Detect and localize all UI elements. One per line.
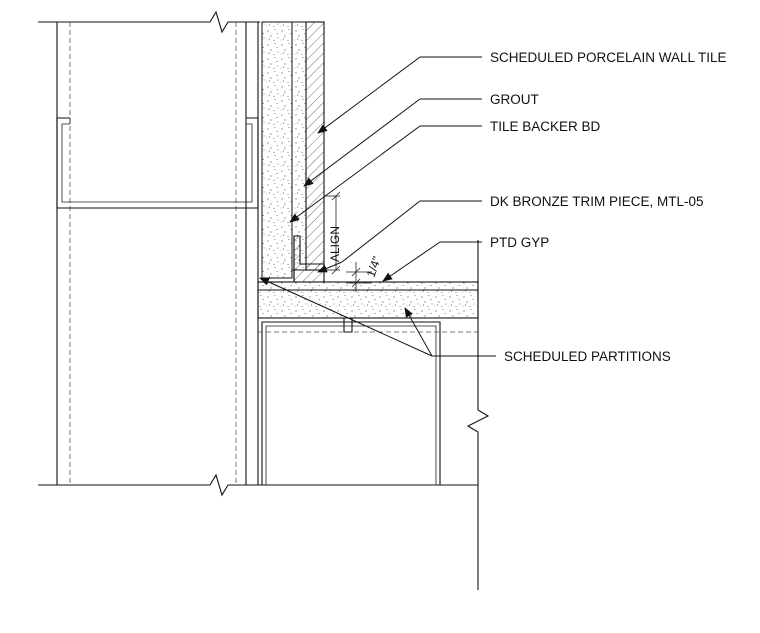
gap-label: 1/4": [364, 255, 384, 279]
gap-dimension: [346, 262, 372, 292]
label-trim: DK BRONZE TRIM PIECE, MTL-05: [490, 194, 704, 209]
leader-partitions: [259, 277, 496, 357]
label-grout: GROUT: [490, 92, 539, 107]
align-label: ALIGN: [328, 226, 342, 262]
partition-below: [258, 318, 478, 486]
label-partitions: SCHEDULED PARTITIONS: [504, 349, 671, 364]
leader-trim: [317, 200, 482, 273]
leader-backer: [289, 125, 482, 223]
leader-grout: [303, 98, 482, 187]
tiled-wall-assembly: [261, 21, 325, 283]
label-gyp: PTD GYP: [490, 235, 549, 250]
leader-wall-tile: [317, 56, 482, 134]
existing-wall-right: [466, 240, 490, 590]
label-wall-tile: SCHEDULED PORCELAIN WALL TILE: [490, 50, 727, 65]
gyp-soffit: [257, 281, 479, 319]
leader-gyp: [382, 241, 482, 282]
label-backer: TILE BACKER BD: [490, 119, 601, 134]
c-stud-horizontal: [56, 117, 259, 209]
existing-wall-left: [38, 10, 260, 497]
